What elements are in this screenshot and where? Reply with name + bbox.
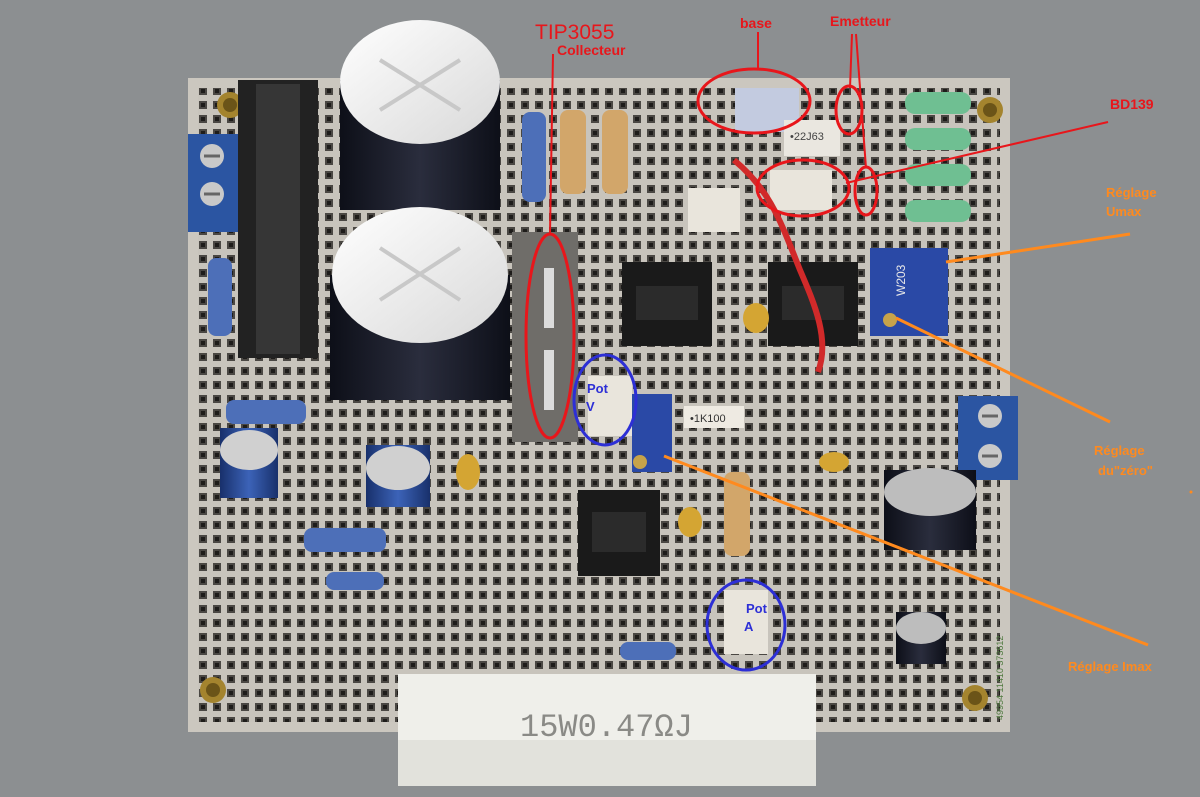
label-pota-line1: Pot — [746, 601, 767, 616]
ic-socket-1 — [622, 262, 712, 346]
trimmer-umax: W203 — [870, 248, 948, 336]
pot-a-highlight — [705, 578, 787, 672]
label-bd139: BD139 — [1110, 96, 1154, 112]
mounting-screws — [200, 92, 1003, 711]
resistor-1k-text: •1K100 — [690, 413, 726, 425]
label-collecteur: Collecteur — [557, 42, 626, 58]
bd139-highlight — [755, 158, 851, 218]
connector-small — [688, 188, 740, 232]
large-capacitor-bottom — [330, 207, 510, 400]
label-emetteur: Emetteur — [830, 13, 891, 29]
label-tip3055: TIP3055 — [535, 21, 615, 44]
film-capacitor-text: •22J63 — [790, 131, 824, 143]
label-imax: Réglage Imax — [1068, 659, 1152, 674]
board-code: 49954 11410 373612 — [995, 636, 1005, 720]
ceramic-capacitors — [456, 303, 849, 537]
small-resistors-beige — [560, 110, 750, 556]
small-capacitors — [220, 428, 976, 664]
film-capacitor — [784, 120, 840, 156]
label-zero-line2: du"zéro" — [1098, 463, 1153, 478]
bd139-line — [845, 121, 1109, 184]
terminal-block-right — [958, 396, 1018, 480]
label-pota-line2: A — [744, 619, 754, 634]
terminal-block-left — [188, 134, 240, 232]
red-wire — [732, 157, 826, 374]
label-potv-line2: V — [586, 399, 595, 414]
trimmer-imax — [632, 394, 672, 472]
small-resistors — [208, 112, 676, 660]
collecteur-line — [549, 53, 554, 235]
imax-line — [663, 454, 1149, 647]
zero-line — [895, 316, 1111, 424]
label-base: base — [740, 15, 772, 31]
emetteur-line-1 — [849, 33, 853, 89]
label-zero-line1: Réglage — [1094, 443, 1145, 458]
label-umax-line1: Réglage — [1106, 185, 1157, 200]
pot-v-highlight — [572, 353, 638, 447]
resistor-1k — [684, 406, 744, 428]
trimmer-text: W203 — [894, 264, 908, 296]
base-highlight — [696, 67, 812, 135]
connector-bd139 — [770, 170, 832, 210]
power-resistor-text: 15W0.47ΩJ — [520, 709, 693, 746]
large-capacitor-top — [340, 20, 500, 210]
heatsink — [238, 80, 318, 358]
pot-a-connector — [724, 590, 768, 654]
emetteur-line-2 — [855, 33, 867, 169]
ic-socket-3 — [578, 490, 660, 576]
umax-line — [945, 232, 1131, 264]
pot-v-connector — [588, 376, 632, 436]
orange-dot — [1189, 490, 1193, 494]
label-umax-line2: Umax — [1106, 204, 1142, 219]
label-potv-line1: Pot — [587, 381, 608, 396]
power-resistors — [905, 92, 971, 222]
